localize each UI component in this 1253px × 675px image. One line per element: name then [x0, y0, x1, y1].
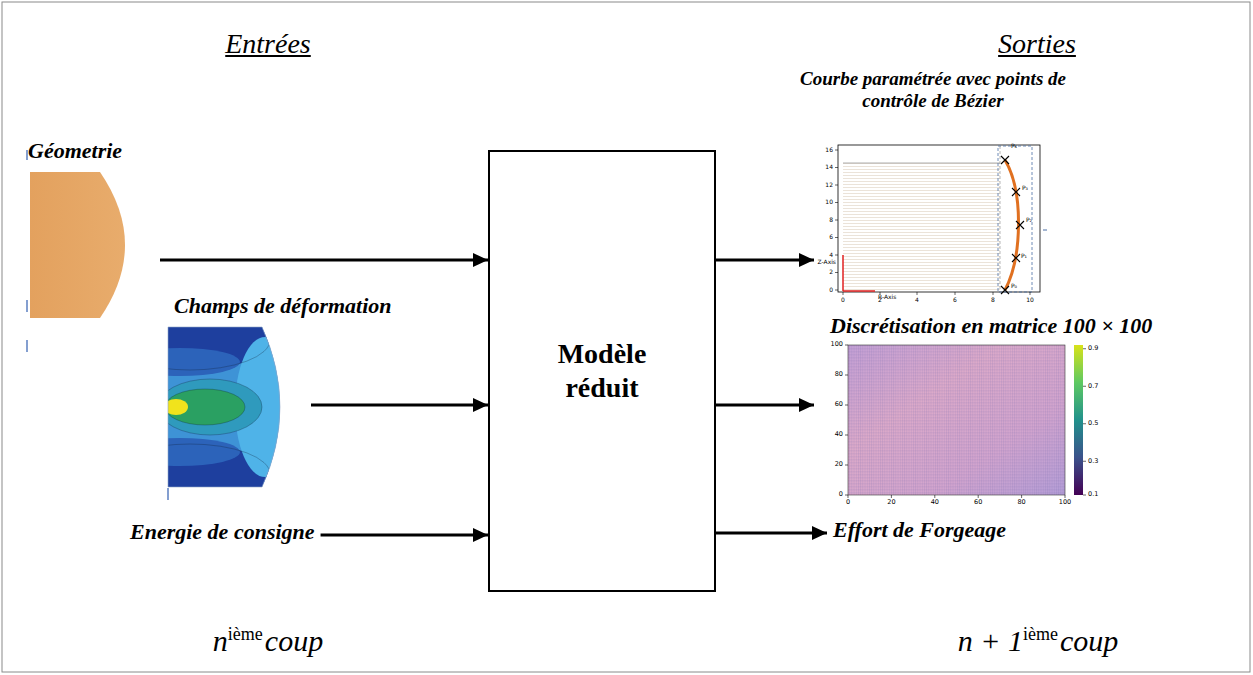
axis-label: 100	[1059, 499, 1071, 506]
arrow	[716, 404, 814, 407]
axis-label: 0.7	[1088, 383, 1098, 390]
force-output: Effort de Forgeage	[833, 517, 1006, 543]
axis-label: P₃	[1022, 185, 1028, 192]
axis-label: 8	[829, 217, 833, 224]
arrow	[311, 404, 488, 407]
axis-label: Z-Axis	[818, 259, 837, 266]
shot-text: coup	[1060, 624, 1118, 657]
axis-label: 0	[829, 287, 833, 294]
heatmap	[845, 345, 1086, 498]
arrow	[321, 534, 488, 537]
superscript: ième	[1023, 624, 1058, 644]
axis-label: 10	[825, 199, 833, 206]
shot-text: n	[213, 624, 228, 657]
axis-label: 60	[835, 401, 843, 408]
axis-label: 10	[1026, 297, 1034, 304]
axis-label: 0	[841, 297, 845, 304]
axis-label: 80	[1017, 499, 1025, 506]
axis-label: P₂	[1026, 217, 1032, 224]
axis-label: 20	[887, 499, 895, 506]
node-heading: Champs de déformation	[174, 293, 392, 318]
axis-label: 16	[825, 147, 833, 154]
shot-text: n + 1	[958, 624, 1023, 657]
matrix-output: Discrétisation en matrice 100 × 100	[838, 345, 1093, 505]
axis-label: 12	[825, 182, 833, 189]
column-heading: Entrées	[225, 29, 311, 60]
reduced-model-box: Modèle réduit	[488, 150, 716, 592]
node-heading: Courbe paramétrée avec points de contrôl…	[782, 68, 1084, 112]
axis-label: 80	[835, 371, 843, 378]
axis-label: P₀	[1011, 283, 1017, 290]
node-title: Modèle réduit	[527, 337, 677, 404]
axis-label: 40	[835, 431, 843, 438]
shot-text: coup	[265, 624, 323, 657]
bezier-plot	[835, 145, 1047, 295]
axis-label: 4	[829, 252, 833, 259]
axis-label: 6	[829, 234, 833, 241]
node-heading: Géometrie	[28, 138, 122, 163]
axis-label: 0.3	[1088, 458, 1098, 465]
axis-label: 0.5	[1088, 420, 1098, 427]
axis-label: P₁	[1021, 253, 1027, 260]
axis-label: 0.1	[1088, 491, 1098, 498]
shot-counter: nièmecoup	[213, 624, 323, 657]
axis-label: 2	[829, 269, 833, 276]
energy-input: Energie de consigne	[130, 519, 315, 545]
arrow	[160, 259, 488, 262]
geometry-input: Géometrie	[30, 172, 142, 318]
node-label: Effort de Forgeage	[833, 517, 1006, 543]
axis-label: 4	[915, 297, 919, 304]
strain-field-image	[110, 310, 310, 504]
geometry-image	[27, 150, 125, 352]
axis-label: P₄	[1011, 143, 1017, 150]
axis-label: 14	[825, 164, 833, 171]
arrow	[716, 259, 814, 262]
axis-label: 6	[953, 297, 957, 304]
axis-label: R-Axis	[878, 294, 896, 301]
superscript: ième	[228, 624, 263, 644]
axis-label: 0	[846, 499, 850, 506]
node-heading: Discrétisation en matrice 100 × 100	[830, 313, 1152, 338]
axis-label: 8	[991, 297, 995, 304]
axis-label: 40	[931, 499, 939, 506]
axis-label: 60	[974, 499, 982, 506]
axis-label: 0.9	[1088, 345, 1098, 352]
axis-label: 0	[839, 491, 843, 498]
axis-label: 20	[835, 461, 843, 468]
axis-label: 100	[831, 341, 843, 348]
shot-counter: n + 1ièmecoup	[958, 624, 1119, 657]
arrow	[716, 532, 827, 535]
strain-field-input: Champs de déformation	[168, 327, 288, 487]
column-heading: Sorties	[998, 29, 1076, 60]
bezier-output: Courbe paramétrée avec points de contrôl…	[822, 140, 1044, 305]
node-label: Energie de consigne	[130, 519, 315, 545]
